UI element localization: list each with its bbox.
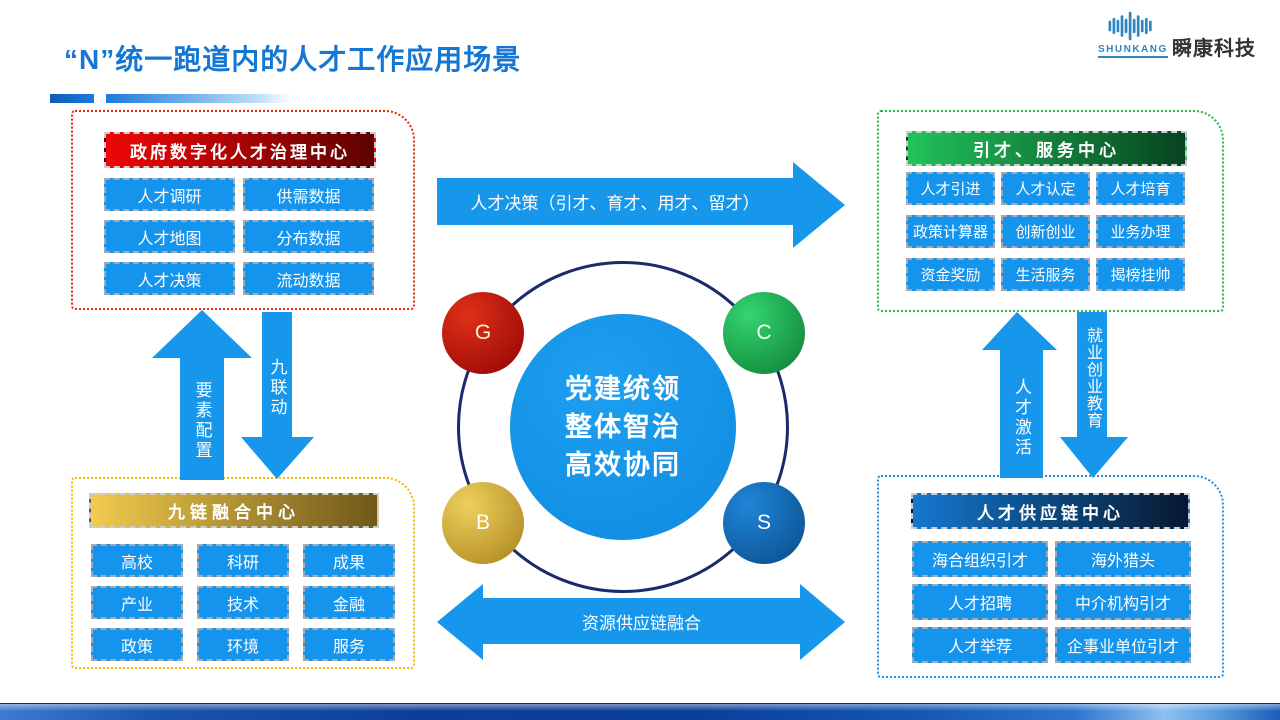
service-item-button: 人才认定 xyxy=(1001,172,1090,205)
node-s-circle: S xyxy=(723,482,805,564)
gov-item-button: 供需数据 xyxy=(243,178,374,211)
title-underline-short xyxy=(50,94,94,103)
right-up-arrow-label: 人才激活 xyxy=(1012,377,1031,458)
gov-item-button: 人才决策 xyxy=(104,262,235,295)
service-item-button: 资金奖励 xyxy=(906,258,995,291)
right-down-arrow-label: 就业创业教育 xyxy=(1084,327,1101,429)
bottom-arrow-label: 资源供应链融合 xyxy=(582,613,701,633)
left-up-arrow-label: 要素配置 xyxy=(192,381,212,461)
gov-item-button: 人才调研 xyxy=(104,178,235,211)
talent-service-center-box xyxy=(877,110,1224,312)
center-circle: 党建统领 整体智治 高效协同 xyxy=(510,314,736,540)
center-line-1: 党建统领 xyxy=(565,374,681,404)
supply-item-button: 人才举荐 xyxy=(912,627,1048,663)
service-item-button: 生活服务 xyxy=(1001,258,1090,291)
chain-item-button: 成果 xyxy=(303,544,395,577)
center-line-3: 高效协同 xyxy=(565,450,681,480)
service-box-header: 引才、服务中心 xyxy=(906,131,1187,166)
service-item-button: 人才引进 xyxy=(906,172,995,205)
service-item-button: 创新创业 xyxy=(1001,215,1090,248)
top-arrow-label: 人才决策（引才、育才、用才、留才） xyxy=(470,194,760,213)
gov-item-button: 分布数据 xyxy=(243,220,374,253)
gov-items-grid: 人才调研供需数据人才地图分布数据人才决策流动数据 xyxy=(104,178,374,295)
soundwave-logo-icon xyxy=(1108,11,1152,41)
company-logo: ShunKang 瞬康科技 xyxy=(1096,8,1266,60)
supply-item-button: 企事业单位引才 xyxy=(1055,627,1191,663)
chain-items-grid: 高校科研成果产业技术金融政策环境服务 xyxy=(91,544,395,661)
chain-item-button: 产业 xyxy=(91,586,183,619)
logo-wordmark: ShunKang xyxy=(1098,44,1168,58)
gov-box-header: 政府数字化人才治理中心 xyxy=(104,132,376,168)
service-item-button: 揭榜挂帅 xyxy=(1096,258,1185,291)
supply-item-button: 人才招聘 xyxy=(912,584,1048,620)
left-down-arrow-label: 九联动 xyxy=(267,357,287,418)
supply-box-header: 人才供应链中心 xyxy=(911,493,1190,529)
chain-item-button: 政策 xyxy=(91,628,183,661)
footer-gradient-bar xyxy=(0,703,1280,720)
supply-item-button: 海合组织引才 xyxy=(912,541,1048,577)
chain-item-button: 环境 xyxy=(197,628,289,661)
chain-item-button: 高校 xyxy=(91,544,183,577)
gov-item-button: 流动数据 xyxy=(243,262,374,295)
talent-supply-chain-box xyxy=(877,475,1224,678)
orbit-ring xyxy=(457,261,789,593)
gov-item-button: 人才地图 xyxy=(104,220,235,253)
service-items-grid: 人才引进人才认定人才培育政策计算器创新创业业务办理资金奖励生活服务揭榜挂帅 xyxy=(906,172,1185,291)
center-line-2: 整体智治 xyxy=(565,412,681,442)
node-c-circle: C xyxy=(723,292,805,374)
title-underline-long xyxy=(106,94,292,103)
service-item-button: 政策计算器 xyxy=(906,215,995,248)
service-item-button: 业务办理 xyxy=(1096,215,1185,248)
chain-item-button: 科研 xyxy=(197,544,289,577)
chain-item-button: 金融 xyxy=(303,586,395,619)
page-title: “N”统一跑道内的人才工作应用场景 xyxy=(64,44,522,75)
gov-talent-governance-box xyxy=(71,110,415,310)
chain-item-button: 技术 xyxy=(197,586,289,619)
chain-box-header: 九链融合中心 xyxy=(89,493,379,528)
supply-item-button: 海外猎头 xyxy=(1055,541,1191,577)
logo-company-name: 瞬康科技 xyxy=(1172,38,1256,60)
supply-items-grid: 海合组织引才海外猎头人才招聘中介机构引才人才举荐企事业单位引才 xyxy=(912,541,1191,663)
chain-item-button: 服务 xyxy=(303,628,395,661)
service-item-button: 人才培育 xyxy=(1096,172,1185,205)
node-g-circle: G xyxy=(442,292,524,374)
node-b-circle: B xyxy=(442,482,524,564)
nine-chain-fusion-box xyxy=(71,477,415,669)
supply-item-button: 中介机构引才 xyxy=(1055,584,1191,620)
